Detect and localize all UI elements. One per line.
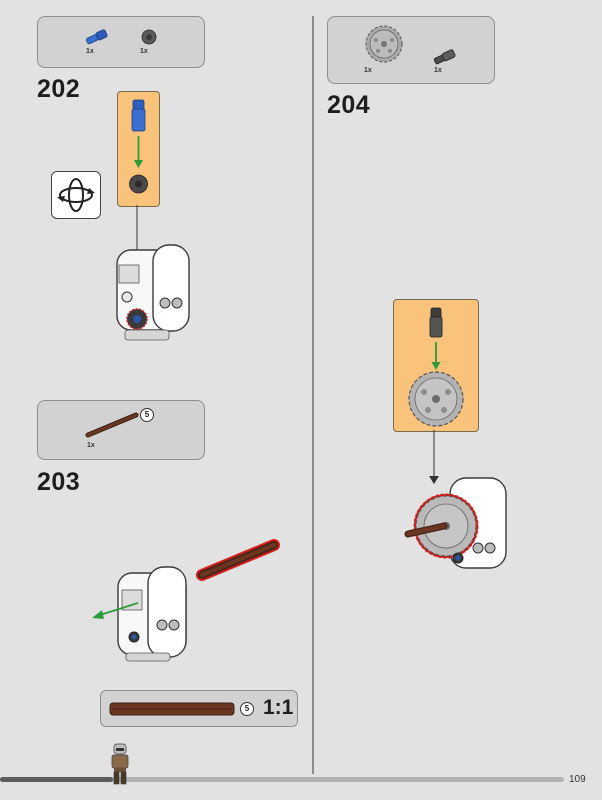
- step-number-202: 202: [37, 75, 81, 103]
- step-202-parts-box: 1x 1x: [37, 16, 205, 68]
- blue-axle-pin-icon: [86, 29, 108, 45]
- minifigure-progress-icon: [111, 743, 129, 785]
- step-202-callout: [117, 91, 160, 207]
- callout-assembly-icon: [408, 307, 464, 427]
- scale-length-badge: 5: [240, 702, 254, 716]
- step-202-model-illustration: [116, 205, 190, 341]
- part-qty: 1x: [87, 442, 95, 449]
- brown-axle-icon: [85, 412, 139, 438]
- dark-gray-axle-pin-icon: [433, 49, 456, 65]
- step-number-203: 203: [37, 468, 81, 496]
- step-204-model-illustration: [404, 430, 507, 569]
- instruction-progress-bar: [0, 777, 564, 782]
- part-qty: 1x: [86, 48, 94, 55]
- instruction-progress-fill: [0, 777, 113, 782]
- callout-assembly-icon: [129, 99, 148, 194]
- part-qty: 1x: [140, 48, 148, 55]
- gray-gear-icon: [365, 25, 403, 63]
- page-number: 109: [569, 774, 586, 785]
- step-204-callout: [393, 299, 479, 432]
- rotate-model-icon: [51, 171, 101, 219]
- column-divider: [312, 16, 314, 774]
- part-qty: 1x: [434, 67, 442, 74]
- part-qty: 1x: [364, 67, 372, 74]
- axle-length-badge: 5: [140, 408, 154, 422]
- dark-gray-bush-icon: [141, 29, 157, 45]
- step-203-parts-box: 5 1x: [37, 400, 205, 460]
- step-number-204: 204: [327, 91, 371, 119]
- step-203-model-illustration: [92, 539, 280, 662]
- step-204-parts-box: 1x 1x: [327, 16, 495, 84]
- scale-reference-box: 5 1:1: [100, 690, 298, 727]
- scale-ratio: 1:1: [263, 696, 294, 719]
- brown-axle-actual-size-icon: [109, 702, 235, 716]
